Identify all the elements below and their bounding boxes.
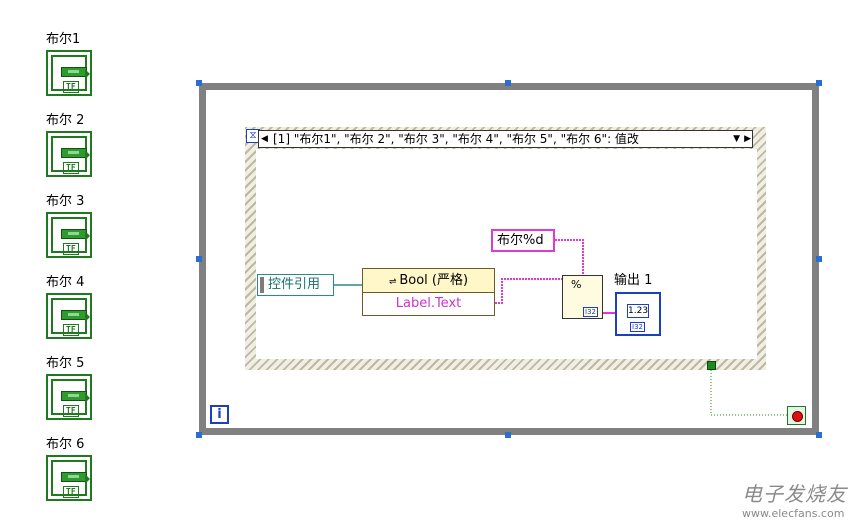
- bool-icon: TF: [51, 379, 87, 417]
- bool-icon: TF: [51, 136, 87, 174]
- iteration-terminal[interactable]: i: [210, 405, 229, 424]
- watermark: 电子发烧友 www.elecfans.com: [742, 478, 847, 520]
- decrement-arrow-icon[interactable]: ◀: [261, 134, 268, 144]
- event-case-diagram: [256, 149, 757, 359]
- format-string-constant[interactable]: 布尔%d: [491, 229, 555, 252]
- bool-terminal[interactable]: TF: [46, 212, 92, 258]
- bool-label: 布尔 5: [46, 356, 85, 371]
- bool-icon: TF: [51, 298, 87, 336]
- watermark-cn: 电子发烧友: [742, 482, 847, 506]
- format-into-string-node[interactable]: % I32: [562, 275, 603, 319]
- bool-tunnel[interactable]: [707, 361, 716, 370]
- output-arrow-icon: [85, 312, 90, 322]
- bool-wire: [710, 370, 787, 416]
- resize-handle[interactable]: [196, 256, 202, 262]
- bool-label: 布尔 2: [46, 113, 85, 128]
- indicator-label: 输出 1: [614, 273, 653, 288]
- property-node-icon: ⇌: [388, 277, 400, 287]
- resize-handle[interactable]: [505, 432, 511, 438]
- resize-handle[interactable]: [196, 432, 202, 438]
- resize-handle[interactable]: [196, 80, 202, 86]
- resize-handle[interactable]: [816, 256, 822, 262]
- output-arrow-icon: [85, 150, 90, 160]
- watermark-en: www.elecfans.com: [742, 507, 845, 520]
- bool-terminal[interactable]: TF: [46, 293, 92, 339]
- bool-icon: TF: [51, 217, 87, 255]
- control-reference[interactable]: 控件引用: [257, 274, 334, 296]
- bool-label: 布尔1: [46, 32, 81, 47]
- numeric-display: 1.23: [627, 304, 649, 318]
- output-arrow-icon: [85, 474, 90, 484]
- bool-terminal[interactable]: TF: [46, 50, 92, 96]
- property-node-class: ⇌ Bool (严格): [363, 269, 494, 293]
- bool-label: 布尔 4: [46, 275, 85, 290]
- reference-icon: [260, 277, 264, 293]
- control-reference-label: 控件引用: [268, 277, 321, 292]
- stop-condition-icon[interactable]: [787, 406, 806, 425]
- numeric-type: I32: [630, 322, 645, 332]
- bool-label: 布尔 3: [46, 194, 85, 209]
- resize-handle[interactable]: [505, 80, 511, 86]
- format-type: I32: [583, 307, 598, 317]
- property-node-property[interactable]: Label.Text: [395, 296, 462, 311]
- format-wire: [555, 239, 584, 275]
- event-case-label: [1] "布尔1", "布尔 2", "布尔 3", "布尔 4", "布尔 5…: [273, 132, 639, 146]
- event-case-selector[interactable]: ◀ [1] "布尔1", "布尔 2", "布尔 3", "布尔 4", "布尔…: [258, 130, 753, 148]
- property-node[interactable]: ⇌ Bool (严格) Label.Text: [362, 268, 495, 316]
- numeric-indicator[interactable]: 1.23 I32: [615, 292, 661, 336]
- bool-terminal[interactable]: TF: [46, 374, 92, 420]
- string-wire: [495, 278, 562, 304]
- format-symbol: %: [571, 278, 582, 291]
- bool-terminal[interactable]: TF: [46, 455, 92, 501]
- output-arrow-icon: [85, 231, 90, 241]
- increment-arrow-icon[interactable]: ▶: [744, 134, 751, 144]
- output-arrow-icon: [85, 69, 90, 79]
- bool-icon: TF: [51, 460, 87, 498]
- resize-handle[interactable]: [816, 80, 822, 86]
- while-loop[interactable]: [199, 83, 819, 435]
- bool-terminal[interactable]: TF: [46, 131, 92, 177]
- class-label: Bool (严格): [399, 273, 469, 288]
- output-arrow-icon: [85, 393, 90, 403]
- resize-handle[interactable]: [816, 432, 822, 438]
- bool-label: 布尔 6: [46, 437, 85, 452]
- dropdown-arrow-icon[interactable]: ▼: [733, 134, 740, 144]
